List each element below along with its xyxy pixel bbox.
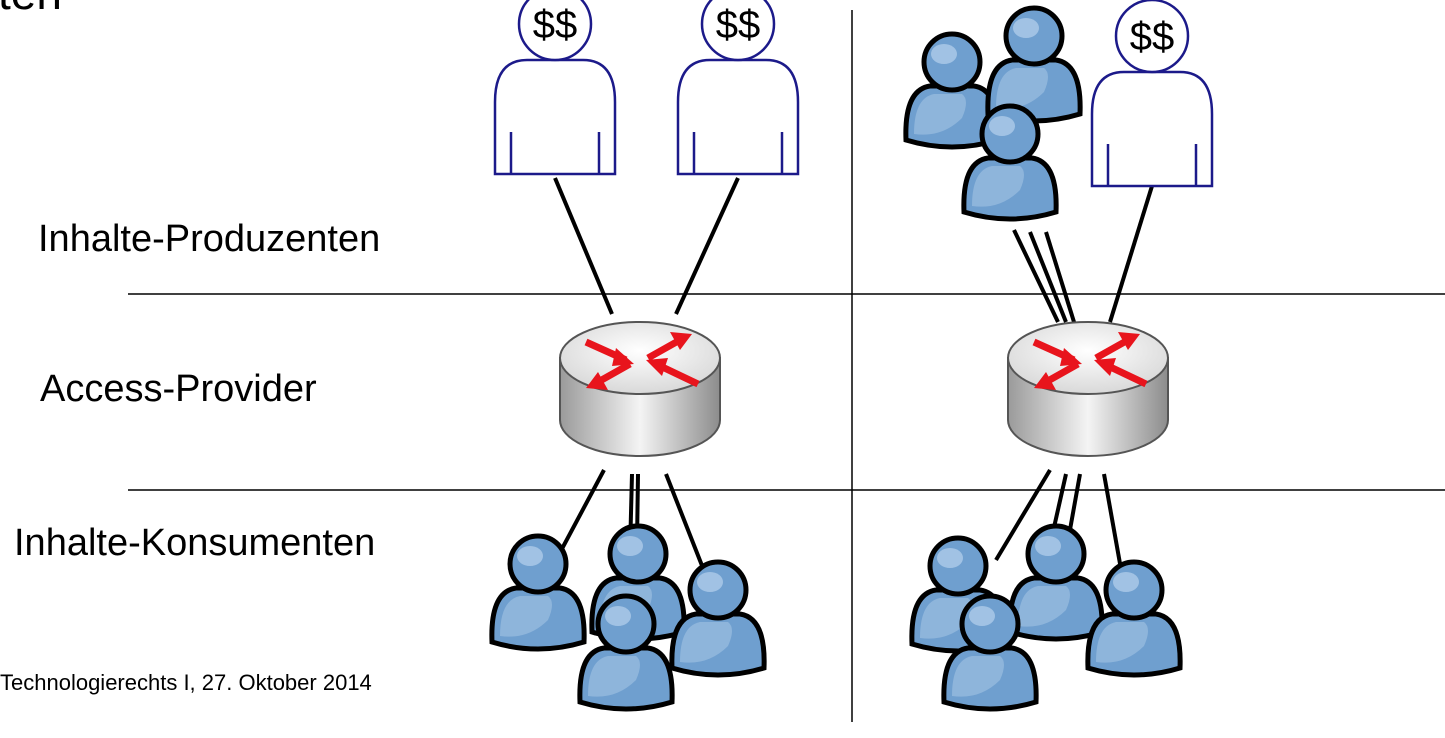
layer-label-access-provider: Access-Provider <box>40 368 317 410</box>
dollar-label: $$ <box>533 3 578 47</box>
paying-producer-2: $$ <box>676 0 800 176</box>
paying-producer-1: $$ <box>493 0 617 176</box>
user-icon <box>1088 562 1180 675</box>
consumer-user-l1 <box>492 536 584 649</box>
router-icon <box>1008 322 1168 456</box>
access-provider-router-left <box>560 322 720 456</box>
consumer-user-r3 <box>1088 562 1180 675</box>
router-icon <box>560 322 720 456</box>
paying-producer-3: $$ <box>1090 0 1214 188</box>
user-icon <box>492 536 584 649</box>
layer-label-consumers: Inhalte-Konsumenten <box>14 522 376 564</box>
user-icon <box>1010 526 1102 639</box>
slide-title-fragment: ten <box>0 0 62 20</box>
slide-footer: Technologierechts I, 27. Oktober 2014 <box>0 670 372 695</box>
user-icon <box>672 562 764 675</box>
layer-label-producers: Inhalte-Produzenten <box>38 218 381 260</box>
producer-user-r2 <box>988 8 1080 121</box>
dollar-label: $$ <box>716 3 761 47</box>
user-icon <box>988 8 1080 121</box>
dollar-label: $$ <box>1130 15 1175 59</box>
consumer-user-l3 <box>672 562 764 675</box>
consumer-user-r2 <box>1010 526 1102 639</box>
access-provider-router-right <box>1008 322 1168 456</box>
